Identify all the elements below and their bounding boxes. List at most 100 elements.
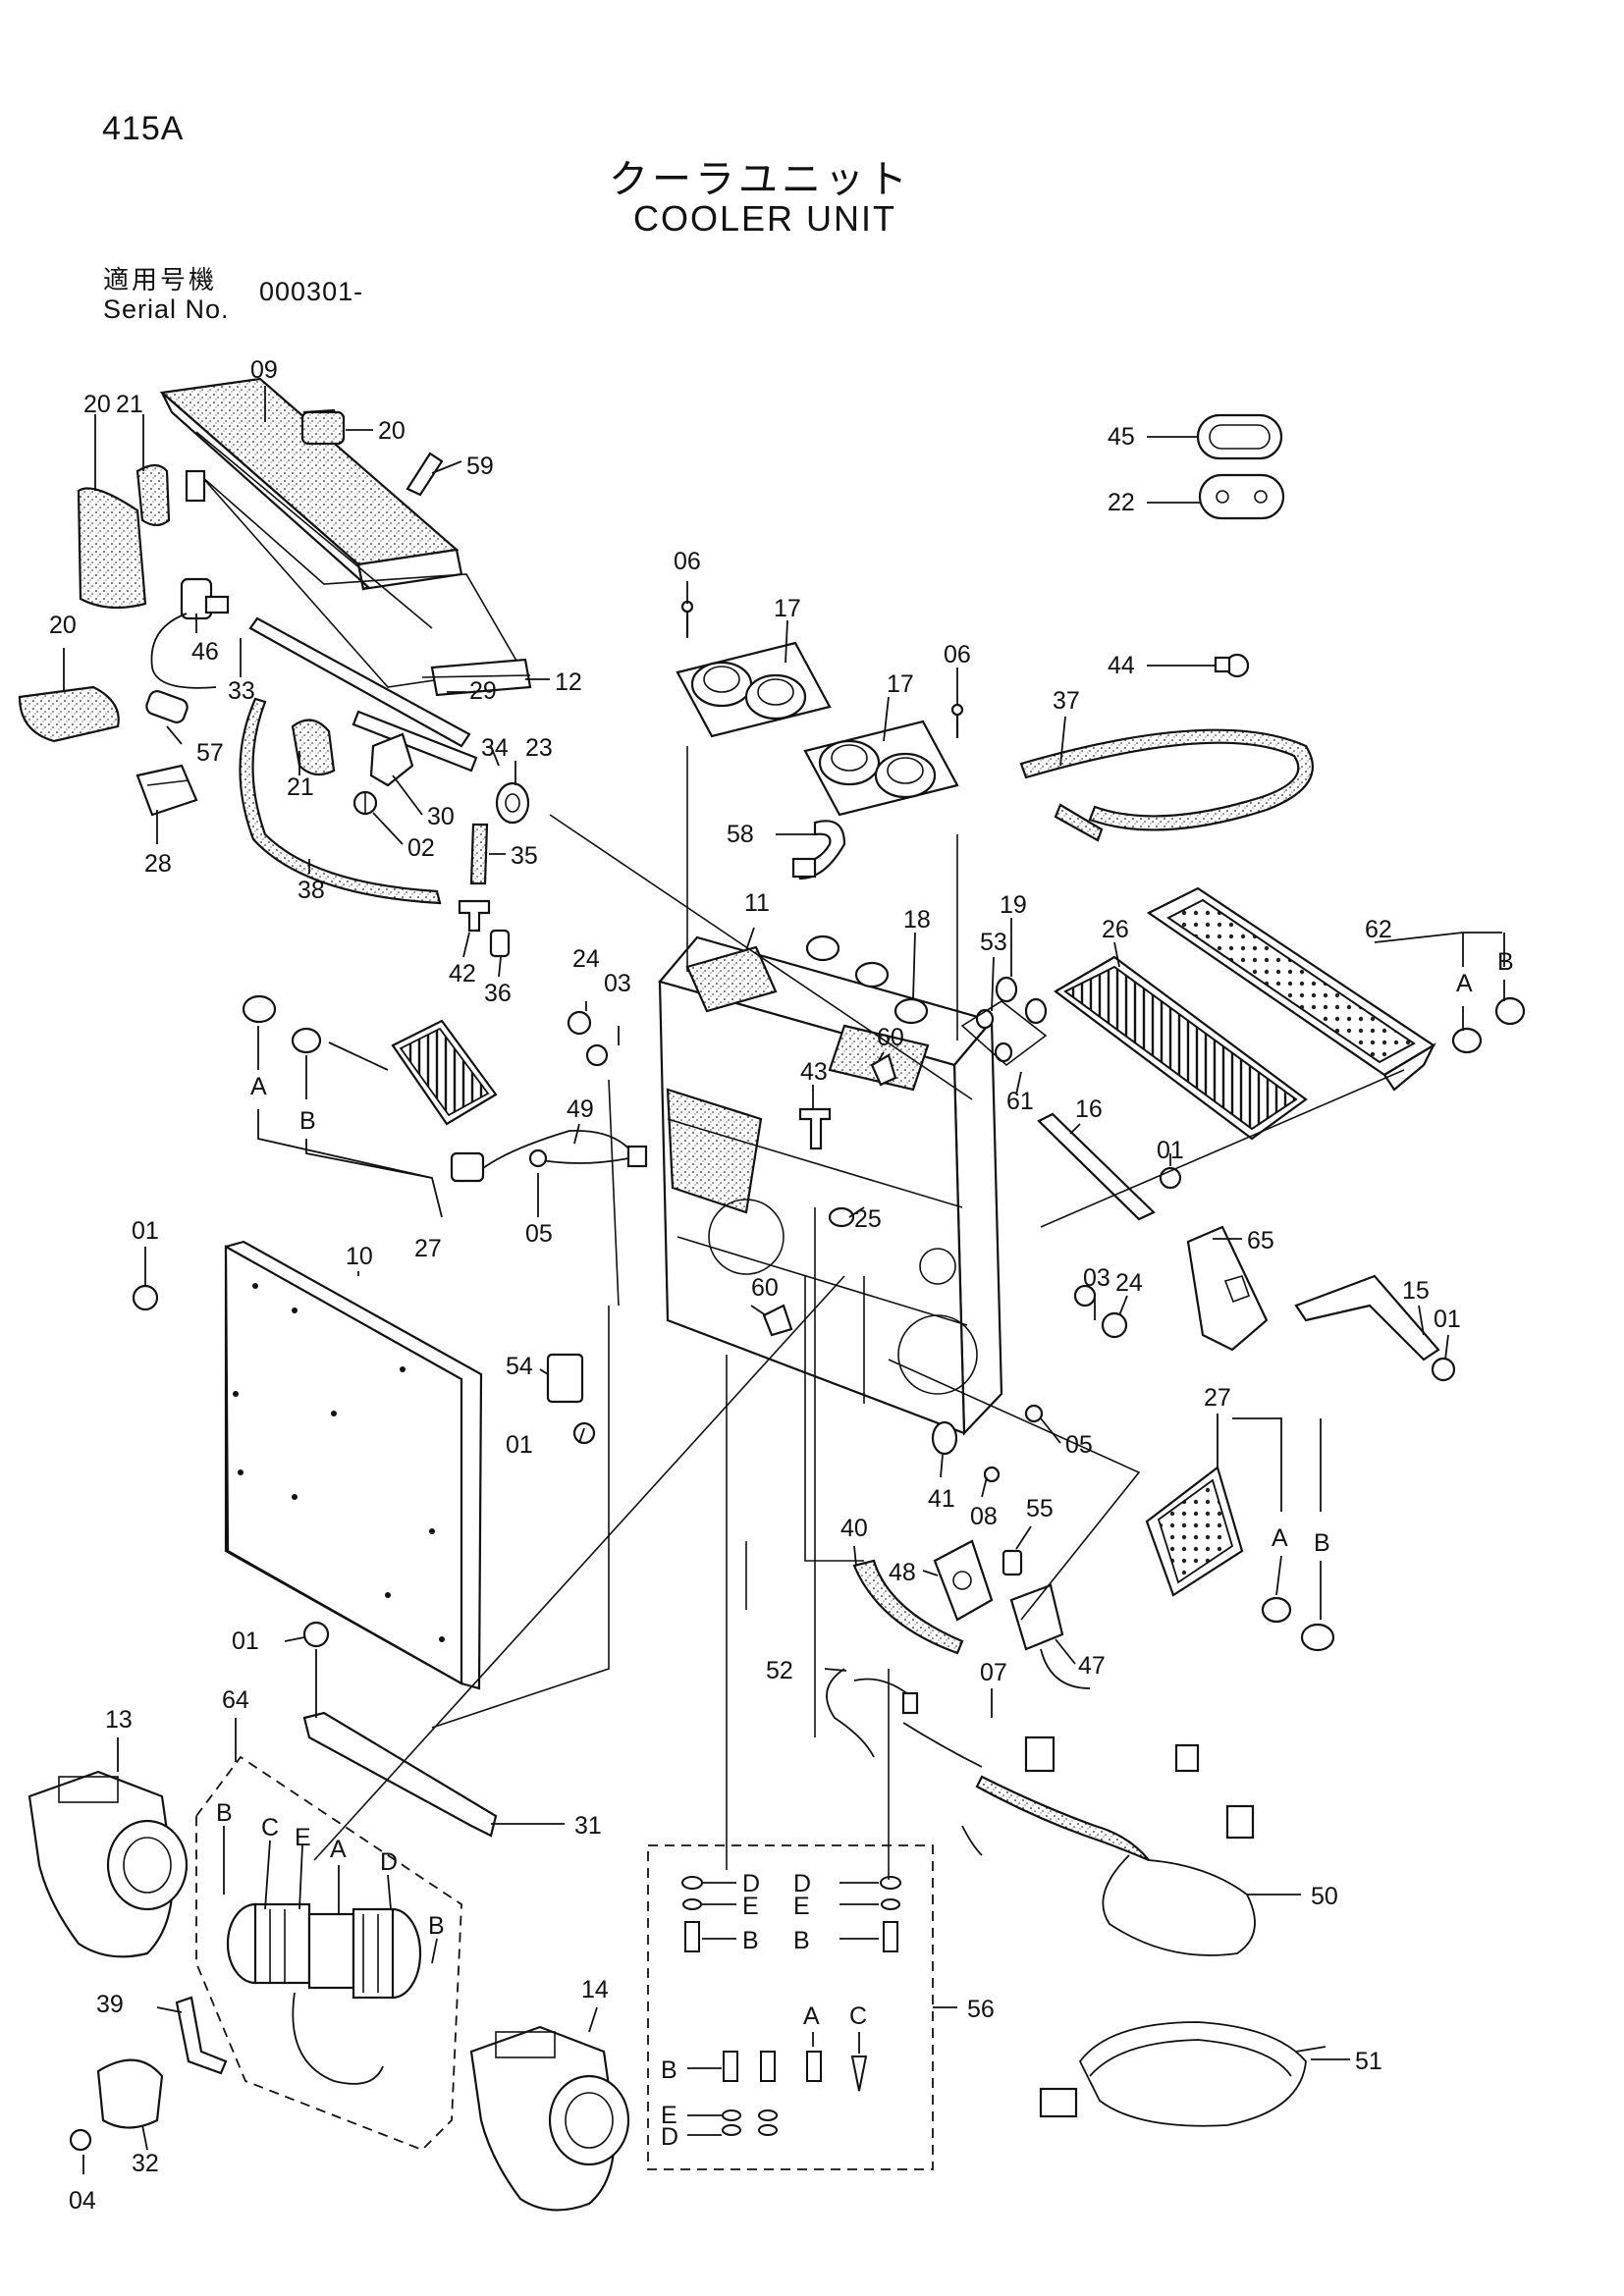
callout-01: 01 [506, 1431, 533, 1459]
callout-08: 08 [970, 1503, 998, 1530]
part-45-gasket [1196, 413, 1283, 460]
part-32-clamp [96, 2058, 164, 2129]
callout-57: 57 [196, 739, 224, 767]
callout-17: 17 [887, 670, 914, 698]
part-12-bracket [421, 658, 532, 697]
callout-28: 28 [144, 850, 172, 878]
callout-05: 05 [525, 1220, 553, 1248]
callout-E: E [295, 1824, 311, 1851]
callout-52: 52 [766, 1657, 793, 1684]
callout-37: 37 [1053, 687, 1080, 715]
callout-34: 34 [481, 734, 509, 762]
page-code: 415A [102, 110, 185, 147]
part-50-harness [961, 1735, 1256, 1956]
part-09-heater-core [159, 377, 522, 688]
callout-27: 27 [1204, 1384, 1231, 1412]
callout-23: 23 [525, 734, 553, 762]
callout-16: 16 [1075, 1095, 1103, 1123]
callout-31: 31 [574, 1812, 602, 1840]
callout-35: 35 [511, 842, 538, 870]
part-04-screw [69, 2128, 92, 2152]
callout-07: 07 [980, 1659, 1007, 1686]
callout-19: 19 [1000, 891, 1027, 919]
callout-B: B [216, 1799, 233, 1827]
callout-A: A [1456, 970, 1473, 997]
part-27-grille-left [391, 1019, 498, 1126]
callout-A: A [330, 1836, 347, 1863]
part-38-hose [239, 697, 442, 905]
callout-56: 56 [967, 1996, 995, 2023]
part-62-frame [1146, 886, 1436, 1092]
callout-38: 38 [298, 877, 325, 904]
callout-A: A [250, 1073, 267, 1100]
callout-11: 11 [744, 889, 770, 917]
callout-06: 06 [674, 548, 701, 575]
fasteners-a-b [242, 994, 1526, 1652]
part-49-harness [450, 1129, 648, 1183]
callout-A: A [803, 2002, 820, 2030]
callout-50: 50 [1311, 1883, 1338, 1910]
callout-B: B [793, 1927, 810, 1954]
part-28-relay [135, 764, 198, 817]
callout-B: B [299, 1107, 316, 1135]
callout-A: A [1272, 1524, 1288, 1552]
part-23-grommet [495, 781, 530, 825]
callout-60: 60 [751, 1274, 779, 1302]
callout-61: 61 [1006, 1088, 1034, 1115]
callout-B: B [1314, 1529, 1330, 1557]
part-22-gasket [1198, 473, 1285, 520]
part-54-switch [546, 1353, 584, 1404]
callout-E: E [793, 1893, 810, 1920]
part-21-seal [135, 463, 336, 776]
callout-54: 54 [506, 1353, 533, 1380]
applicability-label: 適用号機 [103, 266, 218, 295]
callout-55: 55 [1026, 1495, 1054, 1522]
callout-59: 59 [466, 453, 494, 480]
callout-13: 13 [105, 1706, 133, 1734]
callout-36: 36 [484, 980, 512, 1007]
callout-12: 12 [555, 668, 582, 696]
part-26-filter [1054, 955, 1308, 1141]
part-14-blower-housing [469, 2025, 630, 2212]
part-44-clamp [1214, 653, 1250, 678]
part-31-bracket [302, 1711, 498, 1838]
callout-D: D [742, 1870, 760, 1897]
callout-09: 09 [250, 356, 278, 384]
part-52-harness [826, 1668, 983, 1768]
part-17-vent-a [676, 641, 832, 738]
serial-label: Serial No. [103, 294, 230, 324]
part-10-panel [224, 1240, 483, 1690]
part-64-blower-motor [195, 1755, 462, 2152]
callout-22: 22 [1108, 489, 1135, 516]
callout-46: 46 [191, 638, 219, 666]
callout-01: 01 [232, 1628, 259, 1655]
callout-29: 29 [469, 677, 497, 705]
part-19-53-clips [960, 976, 1048, 1067]
callout-24: 24 [572, 945, 600, 973]
callout-62: 62 [1365, 916, 1392, 943]
callout-C: C [261, 1814, 279, 1842]
callout-03: 03 [1083, 1264, 1110, 1292]
leader-lines [63, 386, 1505, 2174]
callout-D: D [380, 1848, 398, 1876]
callout-05: 05 [1065, 1431, 1093, 1459]
part-48-sensor [933, 1539, 994, 1622]
callout-14: 14 [581, 1976, 609, 2003]
callout-40: 40 [840, 1515, 868, 1542]
callout-01: 01 [1434, 1306, 1461, 1333]
callout-32: 32 [132, 2150, 159, 2177]
part-41-thermistor [931, 1420, 958, 1456]
title-english: COOLER UNIT [633, 198, 897, 239]
callout-25: 25 [854, 1205, 882, 1233]
part-02-screw [352, 790, 378, 816]
callout-E: E [661, 2102, 677, 2129]
part-20-pads [18, 410, 346, 743]
callout-01: 01 [132, 1217, 159, 1245]
callout-48: 48 [889, 1559, 916, 1586]
callout-49: 49 [567, 1095, 594, 1123]
callout-33: 33 [228, 677, 255, 705]
callout-42: 42 [449, 960, 476, 988]
callout-15: 15 [1402, 1277, 1430, 1305]
part-screws [132, 1010, 1456, 1648]
